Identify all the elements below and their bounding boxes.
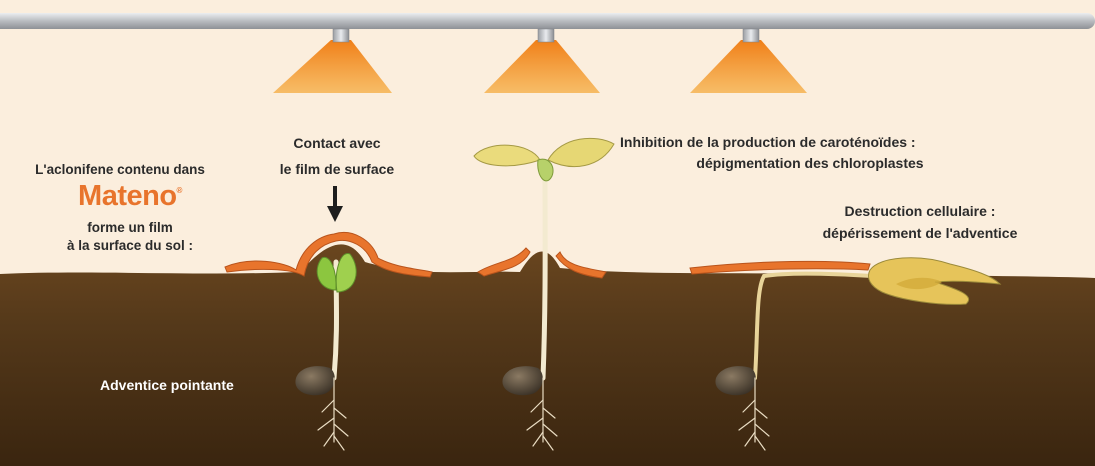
- destruction-label-line1: Destruction cellulaire :: [844, 203, 996, 219]
- destruction-label-line2: dépérissement de l'adventice: [822, 225, 1018, 241]
- inhibition-label-line1: Inhibition de la production de caroténoï…: [620, 134, 916, 150]
- plant-wilted-seedling: [753, 257, 1002, 380]
- plant-yellow-seedling: [473, 137, 615, 381]
- soil: [0, 244, 1095, 466]
- root-icon: [526, 377, 558, 451]
- intro-text-top: L'aclonifene contenu dans: [35, 162, 205, 177]
- contact-label-line2: le film de surface: [279, 161, 395, 177]
- plant-green-seedling: [316, 253, 357, 381]
- arrow-down-icon: [327, 186, 343, 222]
- inhibition-label-line2: dépigmentation des chloroplastes: [696, 155, 924, 171]
- intro-text-line3: à la surface du sol :: [66, 238, 194, 253]
- spray-nozzle-icon: [690, 28, 807, 93]
- brand-name: Mateno: [78, 180, 177, 212]
- surface-film: [224, 232, 871, 279]
- seed-icon: [715, 366, 756, 396]
- root-icon: [738, 377, 770, 451]
- spray-nozzle-icon: [273, 28, 392, 93]
- spray-boom: [0, 13, 1095, 29]
- seed-icon: [295, 366, 335, 396]
- weed-label: Adventice pointante: [100, 377, 234, 393]
- brand-mark: ®: [176, 186, 183, 195]
- contact-label-line1: Contact avec: [293, 135, 381, 151]
- root-icon: [317, 377, 349, 451]
- intro-text-line2: forme un film: [87, 220, 173, 235]
- spray-nozzle-icon: [484, 28, 600, 93]
- brand-logo: Mateno®: [60, 180, 200, 213]
- seed-icon: [502, 366, 543, 396]
